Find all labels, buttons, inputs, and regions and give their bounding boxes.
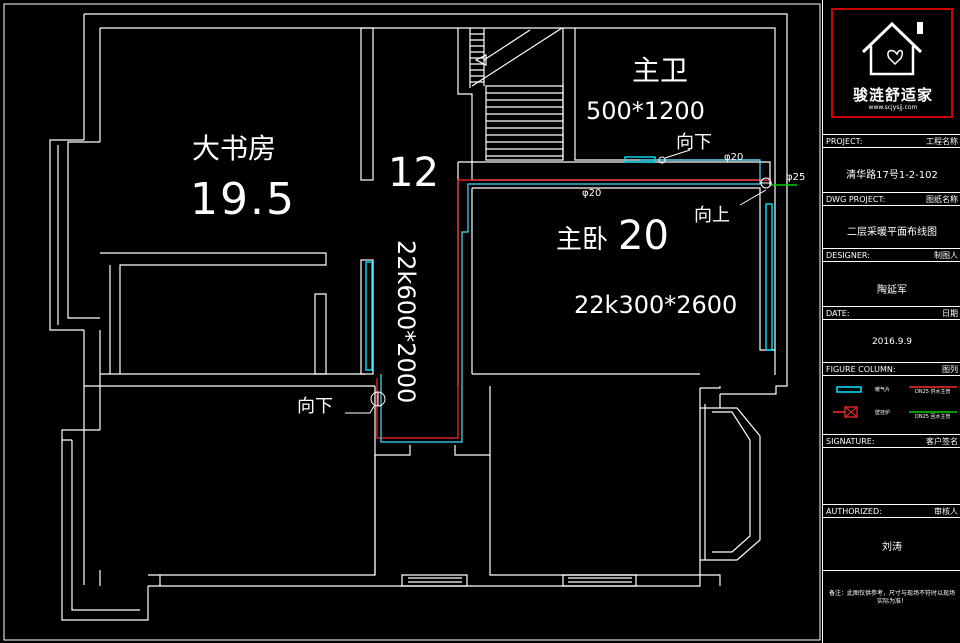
note-divider: [823, 570, 960, 571]
date-header: DATE: 日期: [823, 306, 960, 320]
study-name: 大书房: [192, 132, 276, 165]
corridor-radiator: [365, 261, 373, 371]
floor-plan-drawing: 大书房 19.5 12 主卫 500*1200 主卧 20 22k300*260…: [3, 3, 821, 641]
label-dia-25: φ25: [786, 172, 805, 183]
project-label-cn: 工程名称: [926, 137, 958, 146]
signature-label-cn: 客户签名: [926, 437, 958, 446]
designer-label: DESIGNER:: [826, 251, 870, 260]
legend-boiler-text: 壁挂炉: [875, 410, 891, 416]
designer-header: DESIGNER: 制图人: [823, 248, 960, 262]
bedroom-name: 主卧: [556, 225, 608, 255]
figure-label-cn: 图列: [942, 365, 958, 374]
authorized-value: 刘涛: [882, 542, 902, 553]
authorized-header: AUTHORIZED: 审核人: [823, 504, 960, 518]
bedroom-radiator: [765, 203, 773, 351]
riser-down-bath: [658, 156, 666, 164]
project-label: PROJECT:: [826, 137, 863, 146]
bath-name: 主卫: [632, 54, 688, 87]
bath-radiator-size: 500*1200: [586, 97, 705, 125]
house-logo-icon: [861, 21, 923, 76]
figure-header: FIGURE COLUMN: 图列: [823, 362, 960, 376]
label-dia-20-main: φ20: [582, 188, 601, 199]
dwg-label: DWG PROJECT:: [826, 195, 886, 204]
title-block: 骏涟舒适家 www.scjysjj.com PROJECT: 工程名称 清华路1…: [822, 0, 960, 643]
riser-points: [345, 149, 772, 414]
dwg-label-cn: 图纸名称: [926, 195, 958, 204]
legend-symbols: [833, 386, 957, 418]
return-pipe: [380, 159, 761, 443]
date-value: 2016.9.9: [871, 337, 913, 347]
corridor-radiator-size: 22k600*2000: [392, 240, 420, 403]
authorized-label-cn: 审核人: [934, 507, 958, 516]
study-area: 19.5: [190, 174, 296, 225]
legend-return-text: DN25 回水主管: [915, 414, 951, 420]
bedroom-area: 20: [618, 213, 669, 259]
supply-pipe: [376, 179, 770, 439]
legend-radiator-text: 暖气片: [875, 387, 891, 393]
authorized-label: AUTHORIZED:: [826, 507, 882, 516]
date-label-cn: 日期: [942, 309, 958, 318]
note-text: 备注：此图仅供参考，尺寸与现场不符时以现场实际为准！: [828, 590, 955, 605]
label-up-bedroom: 向上: [694, 205, 730, 226]
bath-radiator: [624, 156, 656, 163]
legend-supply-text: DN25 供水主管: [915, 389, 951, 395]
dwg-value: 二层采暖平面布线图: [847, 227, 937, 238]
project-value: 清华路17号1-2-102: [846, 170, 938, 181]
logo-frame: 骏涟舒适家 www.scjysjj.com: [831, 8, 953, 118]
logo-url: www.scjysjj.com: [868, 104, 918, 111]
label-down-corridor: 向下: [297, 396, 333, 417]
legend-boiler-icon: [833, 406, 858, 418]
dwg-header: DWG PROJECT: 图纸名称: [823, 192, 960, 206]
project-header: PROJECT: 工程名称: [823, 134, 960, 148]
date-label: DATE:: [826, 309, 850, 318]
designer-label-cn: 制图人: [934, 251, 958, 260]
figure-label: FIGURE COLUMN:: [826, 365, 896, 374]
designer-value: 陶延军: [877, 285, 907, 296]
signature-header: SIGNATURE: 客户签名: [823, 434, 960, 448]
radiators: [365, 156, 773, 371]
signature-label: SIGNATURE:: [826, 437, 875, 446]
drawing-border: [3, 3, 821, 641]
label-dia-20-bath: φ20: [724, 152, 743, 163]
legend-radiator-icon: [836, 386, 862, 393]
logo-text: 骏涟舒适家: [852, 86, 933, 104]
bedroom-radiator-size: 22k300*2600: [574, 291, 737, 319]
label-down-bath: 向下: [676, 132, 712, 153]
corridor-area: 12: [388, 150, 439, 196]
